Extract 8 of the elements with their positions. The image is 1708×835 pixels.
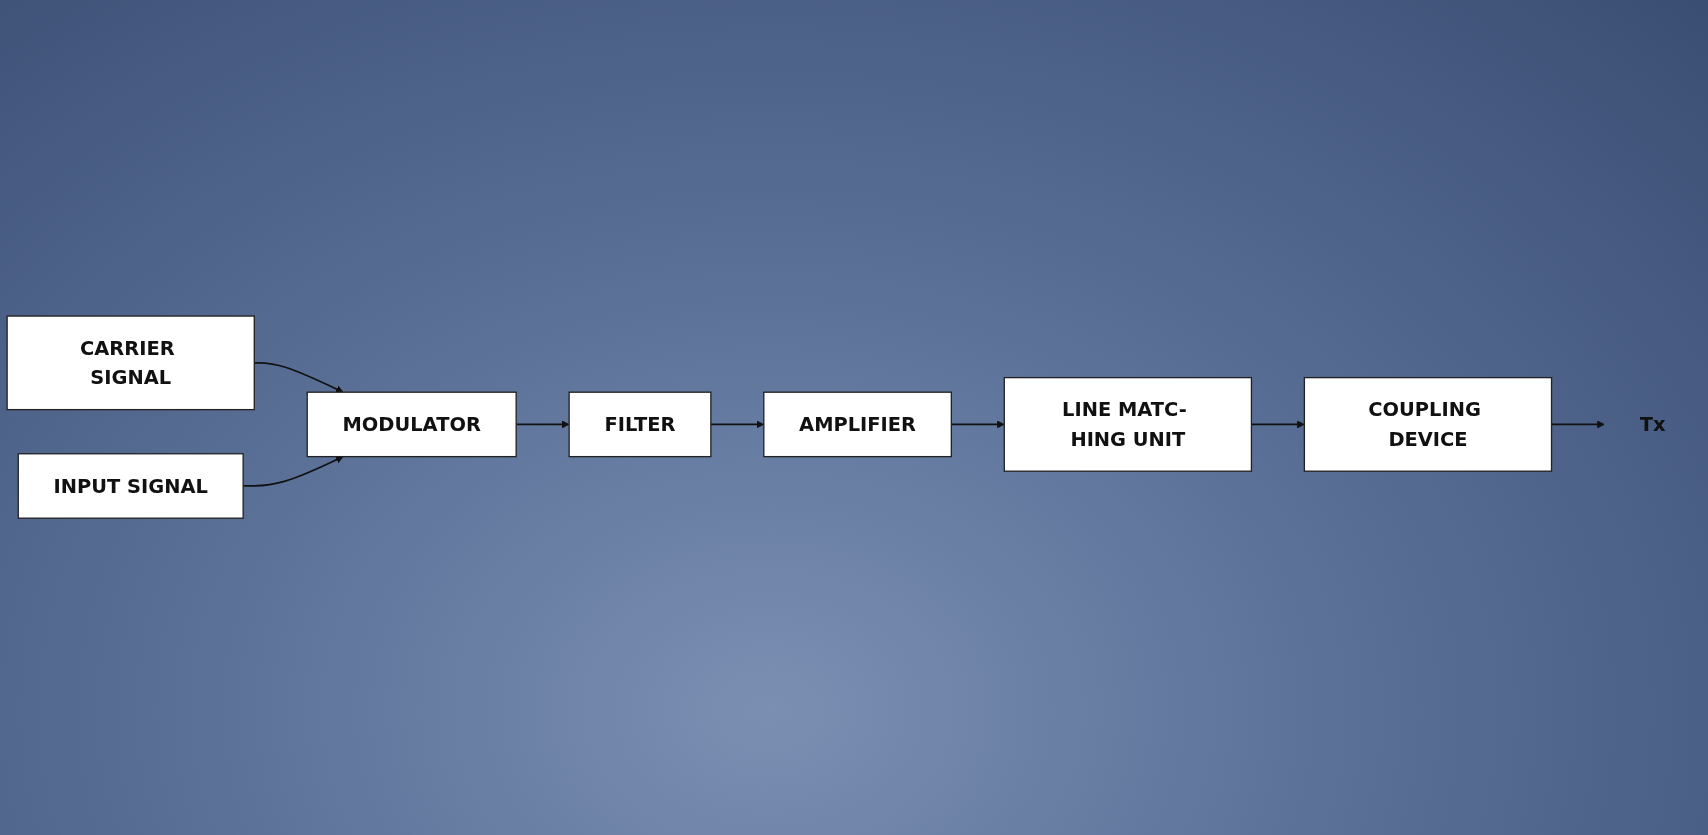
node-box: AMPLIFIER <box>763 391 952 458</box>
node-box: FILTER <box>568 391 712 458</box>
node-box: CARRIER SIGNAL <box>6 315 255 411</box>
node-text: Tx <box>1639 413 1666 436</box>
node-box: COUPLING DEVICE <box>1303 377 1553 473</box>
node-box: INPUT SIGNAL <box>17 453 244 520</box>
node-box: LINE MATC- HING UNIT <box>1003 377 1253 473</box>
node-box: MODULATOR <box>306 391 517 458</box>
